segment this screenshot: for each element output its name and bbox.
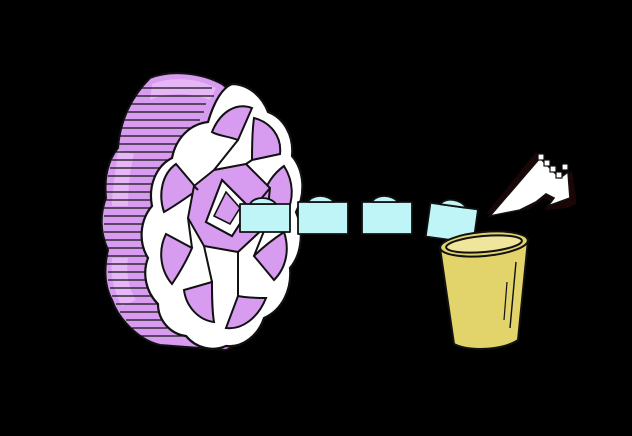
data-cube-icon (239, 197, 291, 233)
bin-opening (445, 234, 523, 254)
logo-side-highlight-3 (111, 258, 136, 306)
trash-bin-icon (438, 230, 530, 350)
data-cube-icon (297, 195, 349, 235)
data-cubes (239, 195, 479, 245)
bin-highlight-2 (503, 281, 508, 321)
knot-logo-icon (100, 72, 304, 352)
data-cube-icon (361, 195, 413, 235)
logo-side-highlight (150, 79, 216, 100)
bin-body (438, 238, 530, 350)
data-cube-icon (424, 198, 479, 245)
mouse-pointer-icon (486, 152, 576, 218)
pointer-pixel-steps (537, 153, 569, 179)
logo-center-core-inner (212, 190, 241, 226)
logo-knot-interior (160, 105, 293, 330)
bin-highlight (509, 261, 517, 329)
